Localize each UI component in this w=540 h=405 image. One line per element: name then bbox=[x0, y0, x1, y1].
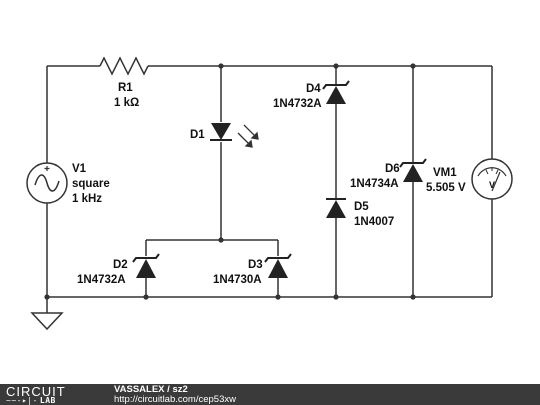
meter-circle-icon bbox=[471, 158, 513, 200]
junction-dot bbox=[333, 63, 339, 69]
diode-triangle-icon bbox=[326, 200, 346, 218]
plus-sign-icon bbox=[44, 166, 50, 171]
diode-d5[interactable] bbox=[326, 198, 346, 218]
d3-ref: D3 bbox=[248, 259, 263, 271]
logo-wordmark-bottom: ~~-▸|-LAB bbox=[6, 396, 56, 405]
zener-triangle-icon bbox=[268, 259, 288, 278]
schematic-canvas: R1 1 kΩ V1 square 1 kHz D1 D2 1N4732A D3… bbox=[26, 56, 513, 331]
r1-ref: R1 bbox=[118, 82, 133, 94]
d1-ref: D1 bbox=[190, 129, 205, 141]
meter-glyph: V bbox=[489, 180, 495, 190]
junction-dot bbox=[275, 294, 281, 300]
logo-wire-icon: ~~-▸|- bbox=[6, 396, 38, 405]
author-link[interactable]: VASSALEX bbox=[114, 384, 165, 395]
zener-d2[interactable] bbox=[132, 253, 160, 278]
vm1-reading: 5.505 V bbox=[426, 182, 466, 194]
logo-lab-text: LAB bbox=[39, 396, 56, 405]
voltmeter-vm1[interactable]: V bbox=[471, 158, 513, 200]
ground-icon bbox=[30, 312, 64, 331]
junction-dot bbox=[410, 294, 416, 300]
led-triangle-icon bbox=[211, 123, 231, 140]
zener-bar-icon bbox=[132, 253, 160, 263]
zener-d3[interactable] bbox=[264, 253, 292, 278]
junctions bbox=[44, 63, 416, 300]
d4-part: 1N4732A bbox=[273, 98, 322, 110]
v1-ref: V1 bbox=[72, 163, 87, 175]
logo-wordmark-top: CIRCUIT bbox=[6, 384, 66, 399]
r1-value: 1 kΩ bbox=[114, 97, 139, 109]
sine-wave-icon bbox=[34, 174, 60, 192]
zener-bar-icon bbox=[264, 253, 292, 263]
circuit-url[interactable]: http://circuitlab.com/cep53xw bbox=[114, 394, 236, 405]
zener-triangle-icon bbox=[326, 86, 346, 104]
resistor-r1[interactable] bbox=[99, 56, 149, 76]
d4-ref: D4 bbox=[306, 83, 321, 95]
vm1-ref: VM1 bbox=[433, 167, 457, 179]
circuitlab-logo[interactable]: CIRCUIT ~~-▸|-LAB bbox=[6, 385, 96, 405]
zener-bar-icon bbox=[399, 158, 427, 168]
zener-triangle-icon bbox=[136, 259, 156, 278]
junction-dot bbox=[410, 63, 416, 69]
d6-ref: D6 bbox=[385, 163, 400, 175]
footer-bar: CIRCUIT ~~-▸|-LAB VASSALEX / sz2 http://… bbox=[0, 384, 540, 405]
resistor-zigzag-icon bbox=[99, 56, 149, 76]
meter-needle-icon bbox=[491, 171, 501, 192]
junction-dot bbox=[218, 237, 224, 243]
d5-part: 1N4007 bbox=[354, 216, 394, 228]
zener-triangle-icon bbox=[403, 164, 423, 182]
zener-d6[interactable] bbox=[399, 158, 427, 182]
junction-dot bbox=[143, 294, 149, 300]
light-emission-arrows-icon bbox=[237, 124, 259, 148]
zener-bar-icon bbox=[322, 80, 350, 90]
junction-dot bbox=[333, 294, 339, 300]
v1-waveform: square bbox=[72, 178, 110, 190]
junction-dot bbox=[218, 63, 224, 69]
attribution-separator: / bbox=[167, 384, 170, 395]
meter-ticks-icon bbox=[485, 167, 499, 175]
led-d1[interactable] bbox=[210, 123, 259, 148]
d2-part: 1N4732A bbox=[77, 274, 126, 286]
d2-ref: D2 bbox=[113, 259, 128, 271]
d6-part: 1N4734A bbox=[350, 178, 399, 190]
d3-part: 1N4730A bbox=[213, 274, 262, 286]
circuit-attribution: VASSALEX / sz2 bbox=[114, 385, 188, 395]
circuit-title: sz2 bbox=[172, 384, 188, 395]
d5-ref: D5 bbox=[354, 201, 369, 213]
ground-symbol bbox=[30, 312, 64, 331]
voltage-source-v1[interactable] bbox=[26, 162, 68, 204]
zener-d4[interactable] bbox=[322, 80, 350, 104]
v1-frequency: 1 kHz bbox=[72, 193, 102, 205]
wires bbox=[46, 65, 493, 313]
junction-dot bbox=[44, 294, 50, 300]
